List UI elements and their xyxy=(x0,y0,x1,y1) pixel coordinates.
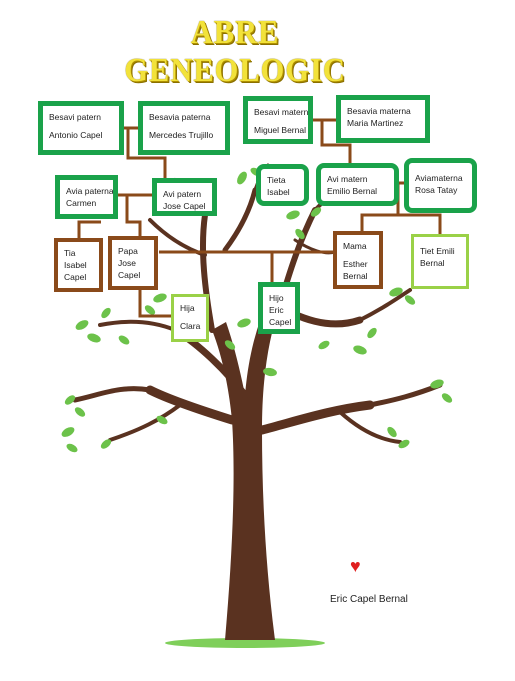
node-person: Antonio Capel xyxy=(49,130,103,140)
node-role: Mama xyxy=(343,241,367,251)
node-tiet: Tiet Emili Bernal xyxy=(411,234,469,289)
node-aviamaterna: Aviamaterna Rosa Tatay xyxy=(404,158,477,213)
node-person: Rosa Tatay xyxy=(415,185,458,195)
node-person-surname: Capel xyxy=(118,270,141,280)
node-role: Besavia paterna xyxy=(149,112,211,122)
node-tia: Tia Isabel Capel xyxy=(54,238,103,292)
tree-trunk xyxy=(212,300,280,640)
node-person: Maria Martinez xyxy=(347,118,404,128)
node-person: Isabel xyxy=(267,187,290,197)
node-role: Avi matern xyxy=(327,174,368,184)
node-person: Mercedes Trujillo xyxy=(149,130,214,140)
node-role: Papa xyxy=(118,246,138,256)
page-title: ABRE GENEOLOGIC xyxy=(124,14,346,89)
node-role: Avi patern xyxy=(163,189,202,199)
node-role: Besavia materna xyxy=(347,106,411,116)
node-papa: Papa Jose Capel xyxy=(108,236,158,290)
node-person: Isabel xyxy=(64,260,87,270)
node-role: Hija xyxy=(180,303,195,313)
node-role: Tia xyxy=(64,248,76,258)
node-person-surname: Capel xyxy=(269,317,292,327)
node-person: Jose xyxy=(118,258,136,268)
node-role: Besavi matern xyxy=(254,107,309,117)
node-besavi-matern: Besavi matern Miguel Bernal xyxy=(243,96,313,144)
node-role: Tieta xyxy=(267,175,286,185)
node-hija: Hija Clara xyxy=(171,294,209,342)
node-person: Miguel Bernal xyxy=(254,125,306,135)
author-signature: Eric Capel Bernal xyxy=(330,594,408,605)
node-person: Eric xyxy=(269,305,284,315)
node-tieta: Tieta Isabel xyxy=(256,164,309,206)
node-person: Jose Capel xyxy=(163,201,206,211)
node-person-surname: Bernal xyxy=(343,271,368,281)
node-besavi-patern: Besavi patern Antonio Capel xyxy=(38,101,124,155)
node-role: Aviamaterna xyxy=(415,173,463,183)
node-person: Bernal xyxy=(420,258,445,268)
node-avi-patern: Avi patern Jose Capel xyxy=(152,178,217,216)
heart-icon: ♥ xyxy=(350,556,361,576)
node-role: Avia paterna xyxy=(66,186,114,196)
node-person: Carmen xyxy=(66,198,97,208)
ground-shadow xyxy=(165,638,325,648)
node-role: Tiet Emili xyxy=(420,246,455,256)
node-mama: Mama Esther Bernal xyxy=(333,231,383,289)
node-role: Besavi patern xyxy=(49,112,101,122)
node-besavia-materna: Besavia materna Maria Martinez xyxy=(336,95,430,143)
node-person: Clara xyxy=(180,321,201,331)
node-person: Emilio Bernal xyxy=(327,186,378,196)
node-person-surname: Capel xyxy=(64,272,87,282)
node-avia-paterna: Avia paterna Carmen xyxy=(55,175,118,219)
node-hijo: Hijo Eric Capel xyxy=(258,282,300,334)
node-besavia-paterna: Besavia paterna Mercedes Trujillo xyxy=(138,101,230,155)
node-person: Esther xyxy=(343,259,368,269)
node-avi-matern: Avi matern Emilio Bernal xyxy=(316,163,399,206)
node-role: Hijo xyxy=(269,293,284,303)
